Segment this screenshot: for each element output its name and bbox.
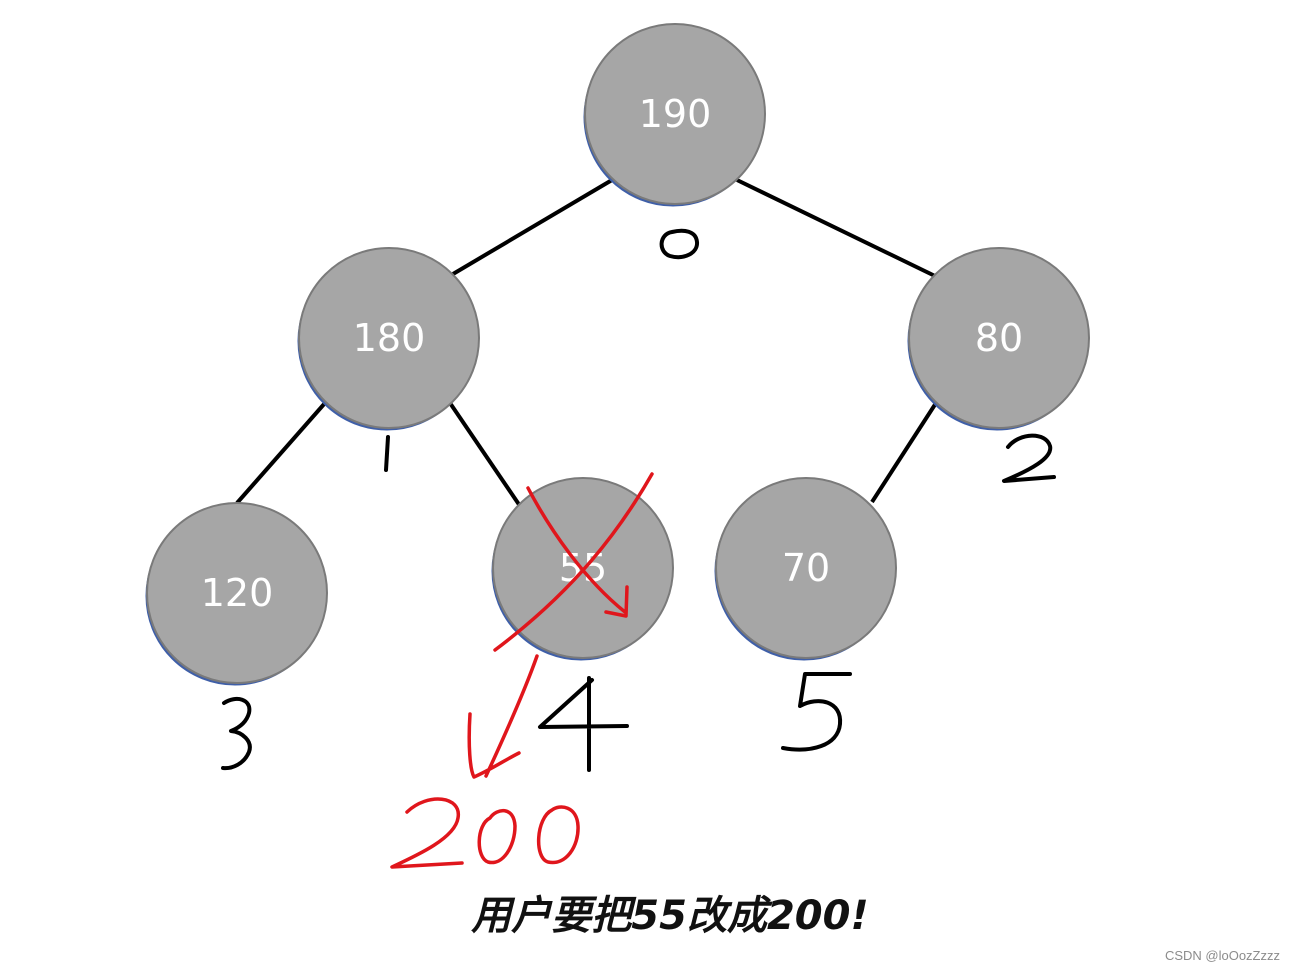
node-2: 80 bbox=[907, 247, 1090, 431]
node-3: 120 bbox=[145, 502, 328, 686]
index-label-1 bbox=[384, 435, 390, 472]
node-5: 70 bbox=[714, 477, 897, 661]
caption: 用户要把55改成200! bbox=[471, 893, 869, 939]
node-5-value: 70 bbox=[782, 546, 830, 590]
index-label-4 bbox=[538, 676, 629, 772]
replacement-value-handwritten bbox=[390, 797, 580, 869]
node-3-value: 120 bbox=[201, 571, 274, 615]
watermark: CSDN @loOozZzzz bbox=[1164, 948, 1280, 963]
handwritten-index-labels bbox=[221, 228, 1056, 772]
node-1: 180 bbox=[297, 247, 480, 431]
edge-0-2 bbox=[736, 178, 936, 278]
index-label-5 bbox=[781, 672, 852, 752]
node-0-value: 190 bbox=[639, 92, 712, 136]
replacement-annotation bbox=[390, 472, 654, 869]
index-label-0 bbox=[659, 228, 699, 260]
edge-1-4 bbox=[448, 401, 522, 508]
edge-2-5 bbox=[870, 401, 938, 504]
node-1-value: 180 bbox=[353, 316, 426, 360]
edge-0-1 bbox=[451, 178, 614, 276]
node-2-value: 80 bbox=[975, 316, 1023, 360]
node-0: 190 bbox=[583, 23, 766, 207]
index-label-2 bbox=[1002, 433, 1056, 483]
index-label-3 bbox=[221, 696, 252, 771]
edge-1-3 bbox=[235, 401, 327, 505]
down-arrow bbox=[467, 654, 539, 779]
cross-out-mark bbox=[493, 472, 654, 652]
